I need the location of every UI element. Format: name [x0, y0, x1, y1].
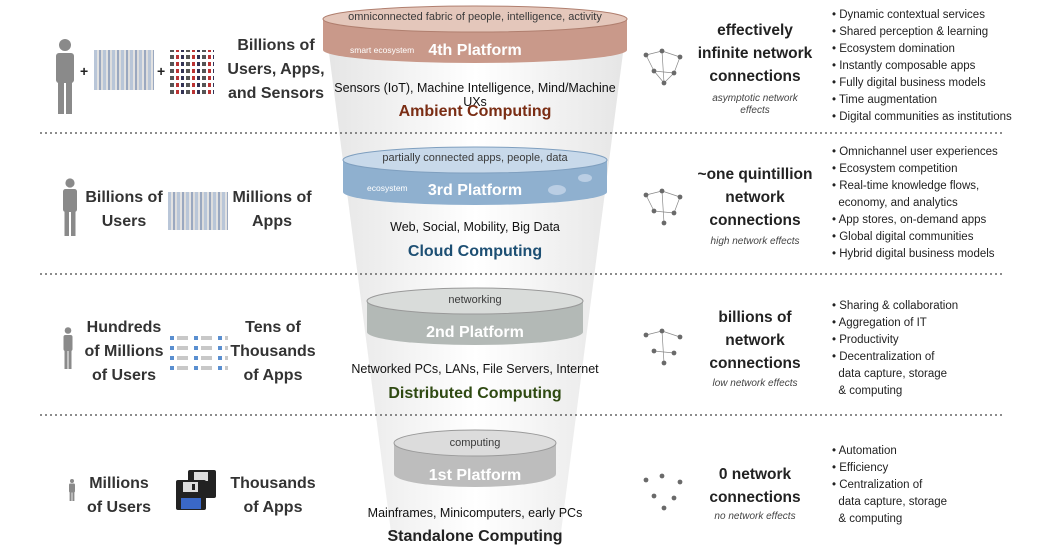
feature-item: • Global digital communities: [832, 231, 974, 243]
feature-item: • App stores, on-demand apps: [832, 214, 987, 226]
feature-item: • Productivity: [832, 334, 899, 346]
network-connections-1st: 0 network connections: [709, 466, 801, 506]
feature-item: • Fully digital business models: [832, 77, 986, 89]
feature-item: • Efficiency: [832, 462, 889, 474]
disc-caption-4th: omniconnected fabric of people, intellig…: [348, 11, 602, 23]
technologies-1st: Mainframes, Minicomputers, early PCs: [367, 506, 583, 520]
computing-era-2nd: Distributed Computing: [388, 385, 562, 402]
feature-item: • Centralization of data capture, storag…: [832, 479, 948, 525]
feature-list-3rd: • Omnichannel user experiences • Ecosyste…: [832, 144, 998, 263]
network-effects-4th: asymptotic network effects: [712, 93, 798, 116]
feature-item: • Ecosystem competition: [832, 163, 958, 175]
disc-small-label-4th: smart ecosystem: [350, 45, 415, 55]
disc-2nd-platform: [366, 287, 584, 345]
feature-item: • Dynamic contextual services: [832, 9, 985, 21]
disc-small-label-3rd: ecosystem: [367, 183, 408, 193]
technologies-3rd: Web, Social, Mobility, Big Data: [390, 220, 560, 234]
platform-title-4th: 4th Platform: [428, 42, 522, 59]
computing-era-1st: Standalone Computing: [387, 528, 563, 545]
person-icon: [69, 479, 75, 501]
feature-item: • Ecosystem domination: [832, 43, 955, 55]
apps-label-2nd: Tens of Thousands of Apps: [230, 319, 316, 384]
feature-item: • Automation: [832, 445, 897, 457]
feature-list-4th: • Dynamic contextual services • Shared pe…: [832, 7, 1012, 126]
feature-item: • Decentralization of data capture, stor…: [832, 351, 948, 397]
network-people-icon: [643, 328, 683, 366]
disc-caption-2nd: networking: [448, 294, 502, 306]
users-label-2nd: Hundreds of Millions of Users: [84, 319, 164, 384]
plus-sign: +: [80, 63, 89, 79]
disc-4th-platform: [322, 5, 628, 63]
technologies-4th: Sensors (IoT), Machine Intelligence, Min…: [334, 81, 616, 109]
feature-list-2nd: • Sharing & collaboration • Aggregation o…: [832, 298, 958, 400]
apps-label-3rd: Millions of Apps: [232, 189, 312, 230]
network-effects-1st: no network effects: [714, 511, 796, 522]
network-connections-4th: effectively infinite network connections: [697, 22, 813, 85]
app-mosaic-icon: [170, 50, 214, 94]
users-label-1st: Millions of Users: [86, 475, 152, 516]
feature-item: • Omnichannel user experiences: [832, 146, 998, 158]
platform-title-2nd: 2nd Platform: [426, 324, 524, 341]
network-connections-3rd: ~one quintillion network connections: [697, 166, 813, 229]
disc-caption-1st: computing: [449, 437, 501, 449]
computing-era-3rd: Cloud Computing: [407, 243, 543, 260]
user-mosaic-icon: [94, 50, 154, 90]
feature-item: • Aggregation of IT: [832, 317, 927, 329]
plus-sign: +: [157, 63, 166, 79]
feature-item: • Digital communities as institutions: [832, 111, 1012, 123]
technologies-2nd: Networked PCs, LANs, File Servers, Inter…: [351, 362, 599, 376]
person-icon: [63, 327, 73, 369]
feature-item: • Time augmentation: [832, 94, 938, 106]
users-label-3rd: Billions of Users: [85, 189, 163, 230]
platform-title-3rd: 3rd Platform: [427, 182, 523, 199]
disc-1st-platform: [393, 429, 557, 487]
person-icon: [63, 178, 77, 236]
scale-label-4th: Billions of Users, Apps, and Sensors: [227, 37, 325, 102]
network-people-icon: [643, 473, 683, 511]
feature-item: • Hybrid digital business models: [832, 248, 995, 260]
app-mosaic-icon: [168, 192, 228, 230]
platform-title-1st: 1st Platform: [428, 467, 522, 484]
network-effects-2nd: low network effects: [712, 378, 798, 389]
network-connections-2nd: billions of network connections: [709, 309, 801, 372]
computing-era-4th: Ambient Computing: [398, 103, 552, 120]
feature-item: • Real-time knowledge flows, economy, an…: [832, 180, 980, 209]
apps-label-1st: Thousands of Apps: [230, 475, 316, 516]
feature-item: • Shared perception & learning: [832, 26, 989, 38]
floppy-disk-icon: [176, 470, 216, 510]
app-list-icon: [170, 330, 228, 370]
person-icon: [56, 39, 74, 114]
disc-caption-3rd: partially connected apps, people, data: [382, 152, 568, 164]
feature-item: • Sharing & collaboration: [832, 300, 959, 312]
feature-list-1st: • Automation • Efficiency • Centralization…: [832, 443, 947, 528]
network-people-icon: [643, 188, 683, 226]
feature-item: • Instantly composable apps: [832, 60, 976, 72]
network-people-icon: [643, 48, 683, 86]
network-effects-3rd: high network effects: [710, 236, 800, 247]
disc-3rd-platform: [342, 146, 608, 205]
